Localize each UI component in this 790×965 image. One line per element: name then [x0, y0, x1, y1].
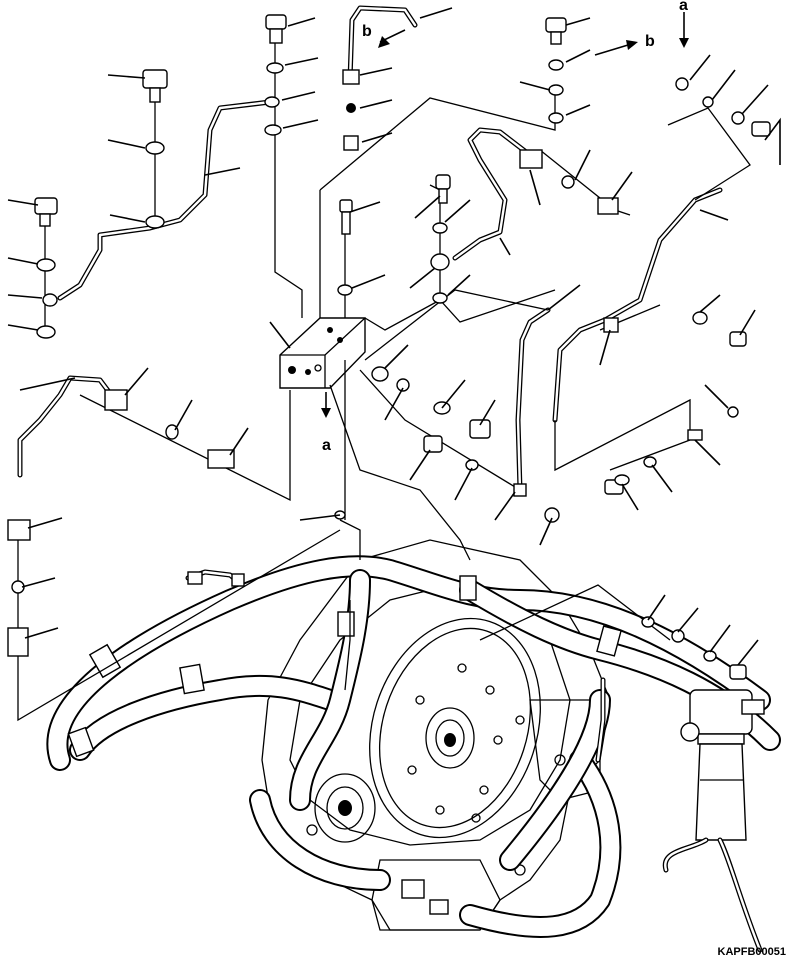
- banjo-fitting: [430, 253, 450, 271]
- washer: [432, 222, 448, 234]
- washer: [544, 507, 560, 523]
- elbow-fitting: [687, 429, 703, 441]
- reference-code: KAPFB00051: [718, 946, 786, 958]
- connector-label-b-left: b: [362, 23, 372, 40]
- flexible-hoses: [46, 555, 781, 938]
- washer: [465, 459, 479, 471]
- washer: [337, 284, 353, 296]
- washer: [36, 258, 56, 272]
- bolt: [265, 14, 287, 30]
- bolt: [729, 664, 747, 680]
- bolt: [729, 331, 747, 347]
- washer: [36, 325, 56, 339]
- bolt: [469, 419, 491, 439]
- rigid-tubes: [17, 5, 723, 763]
- clip: [603, 317, 619, 333]
- nut: [519, 149, 543, 169]
- fitting: [513, 483, 527, 497]
- washer: [371, 366, 389, 382]
- washer: [266, 62, 284, 74]
- washer: [145, 141, 165, 155]
- banjo-bolt: [34, 197, 58, 215]
- nut: [342, 69, 360, 85]
- fuel-filter: [662, 689, 765, 953]
- leader-lines: [7, 7, 781, 666]
- bolt: [751, 121, 771, 137]
- washer: [548, 112, 564, 124]
- washer: [675, 77, 689, 91]
- fitting: [42, 293, 58, 307]
- connector: [597, 197, 619, 215]
- connector-label-b-right: b: [645, 33, 655, 50]
- fitting: [187, 571, 203, 585]
- connector-arrows: a a b b: [321, 0, 689, 454]
- connector-label-a-mid: a: [322, 437, 331, 454]
- banjo-fitting: [145, 215, 165, 229]
- washer: [643, 456, 657, 468]
- connector: [207, 449, 235, 469]
- washer: [641, 616, 655, 628]
- connector: [7, 627, 29, 657]
- washer: [692, 311, 708, 325]
- sleeve: [727, 406, 739, 418]
- washer: [432, 292, 448, 304]
- connector: [343, 135, 359, 151]
- washer: [264, 124, 282, 136]
- washer: [731, 111, 745, 125]
- sleeve: [702, 96, 714, 108]
- sleeve: [671, 629, 685, 643]
- banjo-bolt: [142, 69, 168, 103]
- connector-label-a-top: a: [679, 0, 688, 14]
- washer: [548, 59, 564, 71]
- nut: [7, 519, 31, 541]
- washer: [614, 474, 630, 486]
- bolt: [423, 435, 443, 453]
- distribution-block: [279, 317, 366, 389]
- fitting: [548, 84, 564, 96]
- nut: [104, 389, 128, 411]
- fitting: [264, 96, 280, 108]
- bolt: [339, 199, 353, 213]
- fitting: [231, 573, 245, 587]
- sleeve: [561, 175, 575, 189]
- bolt: [435, 174, 451, 190]
- bolt: [545, 17, 567, 33]
- washer: [703, 650, 717, 662]
- fitting: [396, 378, 410, 392]
